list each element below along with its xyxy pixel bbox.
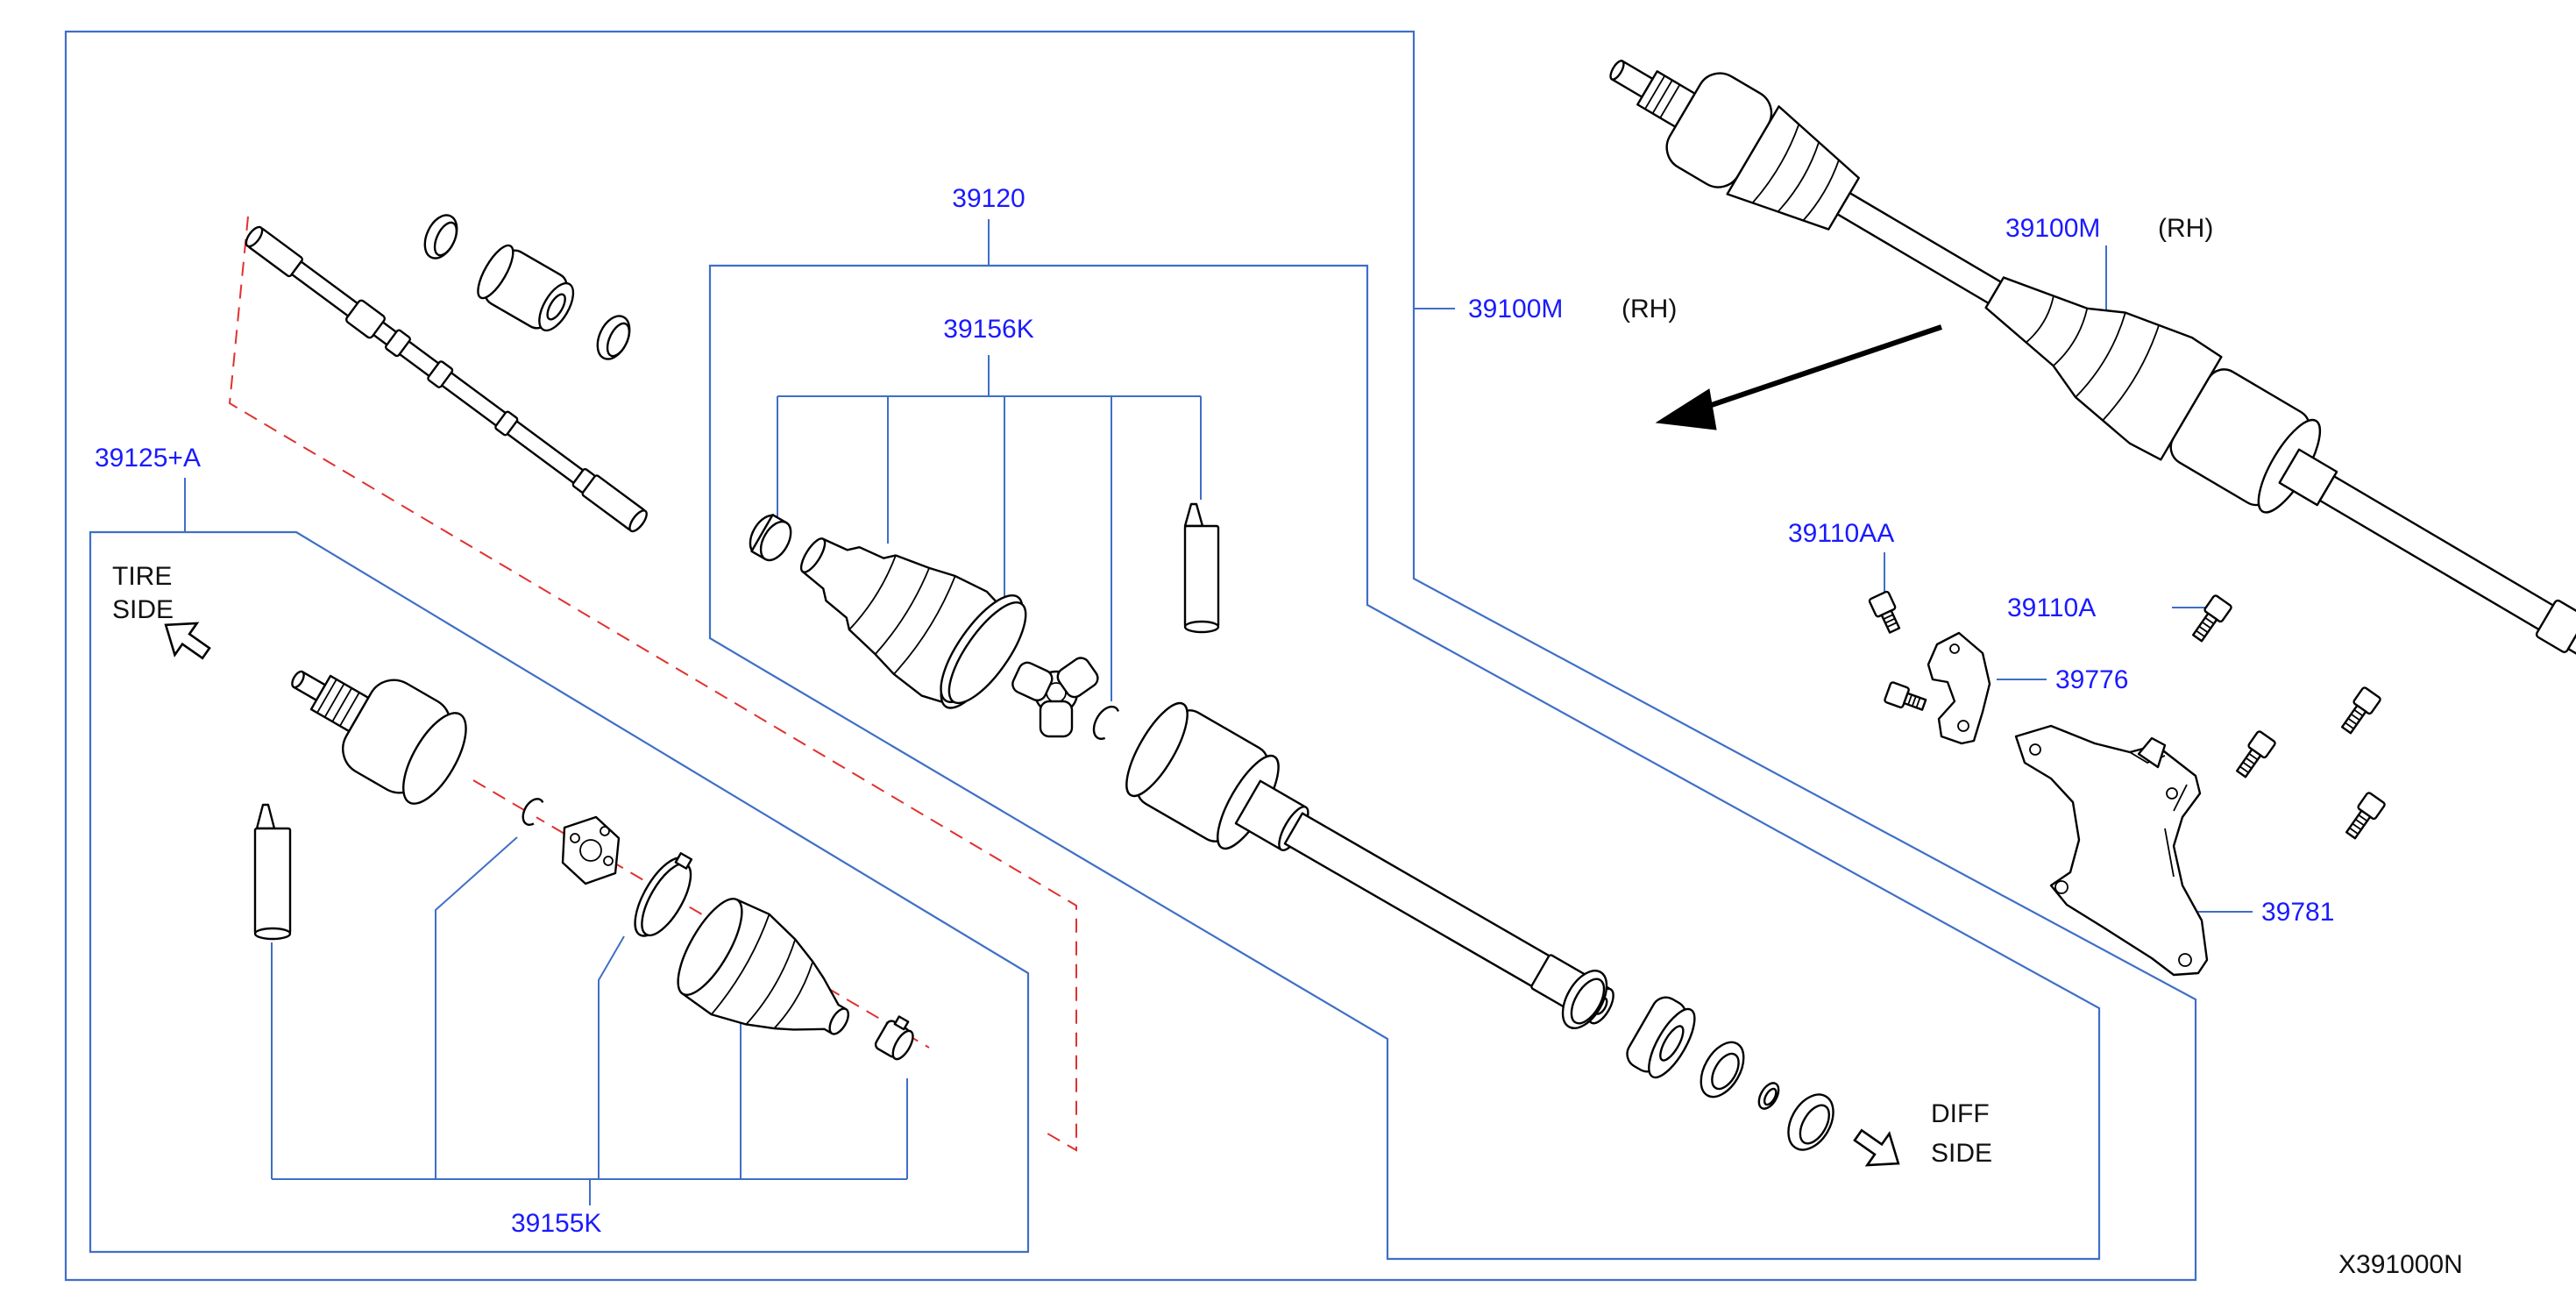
- bracket-39776-icon: [1927, 631, 1991, 745]
- label-39781: 39781: [2261, 898, 2334, 927]
- diff-side-line-2: SIDE: [1931, 1139, 1992, 1168]
- inner-joint-kit: [749, 502, 1220, 740]
- outer-frame-39100m: [64, 30, 2197, 1282]
- bolt-39110a-icon: [2191, 594, 2232, 643]
- complete-drive-shaft-rh: [1609, 60, 2576, 690]
- bolt-right-1-icon: [2340, 686, 2381, 735]
- bolt-right-3-icon: [2345, 792, 2386, 840]
- dashed-axis-upper: [228, 216, 1077, 1152]
- label-39125a: 39125+A: [95, 444, 201, 473]
- leader-lines: [184, 219, 2253, 1205]
- label-rh-left: (RH): [1622, 295, 1677, 323]
- assembly-frames: [64, 30, 2197, 1282]
- diff-side-line-1: DIFF: [1931, 1099, 1990, 1128]
- shaft-rings: [423, 214, 631, 360]
- dashed-axis: [228, 216, 1077, 1152]
- label-39110aa: 39110AA: [1788, 519, 1894, 548]
- bolt-39110aa-icon: [1868, 590, 1901, 634]
- inner-housing-shaft: [1125, 701, 1614, 1025]
- inner-shaft-group: [245, 225, 648, 533]
- frame-39125a: [89, 530, 1030, 1254]
- leader-39156k: [777, 355, 1202, 701]
- grease-tube-39120: [1183, 502, 1220, 634]
- side-labels: TIRE SIDE DIFF SIDE: [112, 562, 1992, 1168]
- label-rh-right: (RH): [2158, 214, 2213, 243]
- diff-side-arrow-icon: [1853, 1128, 1900, 1167]
- bracket-39781-icon: [2014, 724, 2209, 977]
- label-39100m-left: 39100M: [1468, 295, 1563, 323]
- label-39156k: 39156K: [943, 315, 1033, 344]
- frame-39120: [708, 264, 2101, 1261]
- tire-side-arrow-icon: [164, 622, 211, 660]
- part-number-labels: 39120 39156K 39100M (RH) 39125+A 39100M …: [95, 184, 2334, 1238]
- leader-39155k: [271, 836, 908, 1205]
- label-39110a: 39110A: [2007, 594, 2096, 622]
- bearing-and-seals: [1561, 970, 1834, 1151]
- diagram-code: X391000N: [2338, 1250, 2463, 1279]
- label-39120: 39120: [952, 184, 1025, 213]
- direction-arrow: [1655, 324, 1942, 430]
- tire-side-line-2: SIDE: [112, 595, 174, 624]
- label-39776: 39776: [2055, 665, 2128, 694]
- label-39100m-right: 39100M: [2005, 214, 2100, 243]
- dashed-axis-joint: [472, 779, 930, 1049]
- grease-tube-39125: [253, 803, 292, 941]
- bolt-small-icon: [1884, 681, 1927, 711]
- label-39155k: 39155K: [511, 1209, 601, 1238]
- bolt-right-2-icon: [2235, 730, 2276, 778]
- outer-joint-kit: [253, 670, 914, 1061]
- tire-side-line-1: TIRE: [112, 562, 172, 591]
